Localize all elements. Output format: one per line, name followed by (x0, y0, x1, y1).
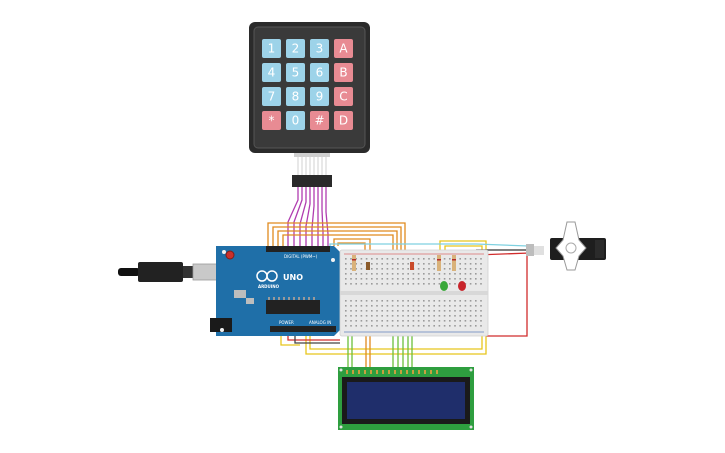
keypad-key-label: 0 (292, 114, 300, 128)
keypad: 1 2 3 A 4 5 6 B 7 8 9 C * 0 # D (249, 22, 370, 187)
keypad-key-label: 2 (292, 42, 300, 56)
arduino-uno: ARDUINO UNO DIGITAL (PWM~) POWER ANALOG … (210, 246, 340, 336)
arduino-brand-label: ARDUINO (258, 284, 280, 289)
keypad-connector (292, 175, 332, 187)
arduino-model-label: UNO (283, 273, 303, 282)
breadboard-holes (345, 258, 482, 327)
keypad-key-label: * (269, 114, 275, 128)
keypad-key-label: # (314, 114, 324, 128)
led-green (440, 281, 448, 291)
keypad-key[interactable] (334, 39, 353, 58)
keypad-key[interactable] (286, 87, 305, 106)
resistors (352, 255, 456, 271)
breadboard (339, 249, 489, 337)
reset-button[interactable] (225, 250, 235, 260)
keypad-key-label: 3 (316, 42, 324, 56)
keypad-key-label: 5 (292, 66, 300, 80)
keypad-key-label: C (339, 90, 347, 104)
keypad-key[interactable] (310, 39, 329, 58)
lcd-display (338, 367, 474, 430)
keypad-key-label: 9 (316, 90, 324, 104)
servo-motor (526, 221, 606, 271)
digital-label: DIGITAL (PWM~) (284, 254, 318, 259)
keypad-key[interactable] (286, 111, 305, 130)
lcd-screen (347, 382, 465, 419)
keypad-key-label: 6 (316, 66, 324, 80)
keypad-key-label: A (339, 42, 348, 56)
keypad-keys: 1 2 3 A 4 5 6 B 7 8 9 C * 0 # D (262, 39, 353, 130)
keypad-key-label: 1 (268, 42, 276, 56)
analog-label: ANALOG IN (309, 320, 331, 325)
led-red (458, 281, 466, 291)
keypad-key[interactable] (286, 63, 305, 82)
keypad-key[interactable] (310, 111, 329, 130)
usb-cable (118, 262, 224, 282)
keypad-key[interactable] (262, 63, 281, 82)
keypad-key[interactable] (334, 87, 353, 106)
keypad-key-label: 4 (268, 66, 276, 80)
keypad-key[interactable] (334, 111, 353, 130)
leds (440, 281, 466, 291)
keypad-key[interactable] (286, 39, 305, 58)
power-label: POWER (279, 320, 294, 325)
keypad-ribbon (292, 153, 332, 187)
microcontroller-chip (266, 300, 320, 314)
keypad-key[interactable] (262, 111, 281, 130)
keypad-key[interactable] (262, 39, 281, 58)
keypad-key-label: D (339, 114, 348, 128)
keypad-key[interactable] (334, 63, 353, 82)
keypad-key[interactable] (310, 63, 329, 82)
keypad-key[interactable] (310, 87, 329, 106)
keypad-key[interactable] (262, 87, 281, 106)
keypad-key-label: 7 (268, 90, 276, 104)
keypad-key-label: 8 (292, 90, 300, 104)
keypad-key-label: B (339, 66, 347, 80)
